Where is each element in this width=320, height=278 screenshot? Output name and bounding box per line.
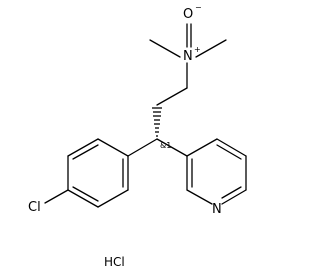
phenyl-bond-1 <box>97 138 129 157</box>
pyridine-inner-bond-1 <box>216 144 242 160</box>
pyridine-bond-5 <box>186 189 213 205</box>
phenyl-bond-4 <box>67 189 99 208</box>
pyridine-nitrogen-label: N <box>212 202 222 217</box>
nitrogen-charge: + <box>194 45 201 54</box>
salt-label: HCl <box>104 255 125 269</box>
stereo-descriptor: &1 <box>160 141 171 150</box>
chemical-structure-canvas: O − N + &1 Cl N HCl <box>28 3 247 269</box>
pyridine-bond-1 <box>186 138 218 157</box>
bonds <box>44 23 247 208</box>
phenyl-bond-5 <box>97 189 129 208</box>
ch2-ch2-bond <box>156 87 188 106</box>
n-methyl-right-bond <box>195 39 227 58</box>
oxygen-atom-label: O <box>183 7 193 22</box>
amine-nitrogen-label: N <box>183 49 193 64</box>
phenyl-bond-2 <box>67 138 99 157</box>
chiral-to-pyridine-bond <box>156 138 188 157</box>
pyridine-bond-4 <box>221 189 247 205</box>
pyridine-inner-bond-2 <box>221 186 242 199</box>
n-methyl-left-bond <box>149 39 181 58</box>
chiral-to-phenyl-bond <box>127 138 158 157</box>
phenyl-inner-bond-2 <box>72 186 99 202</box>
chlorine-atom-label: Cl <box>28 200 41 215</box>
pyridine-bond-2 <box>216 138 247 157</box>
phenyl-inner-bond-1 <box>72 144 99 160</box>
molecule-drawing: O − N + &1 Cl N HCl <box>28 3 247 269</box>
c-cl-bond <box>44 189 69 204</box>
hashed-wedge-bond <box>152 107 162 137</box>
oxygen-charge: − <box>195 3 202 12</box>
